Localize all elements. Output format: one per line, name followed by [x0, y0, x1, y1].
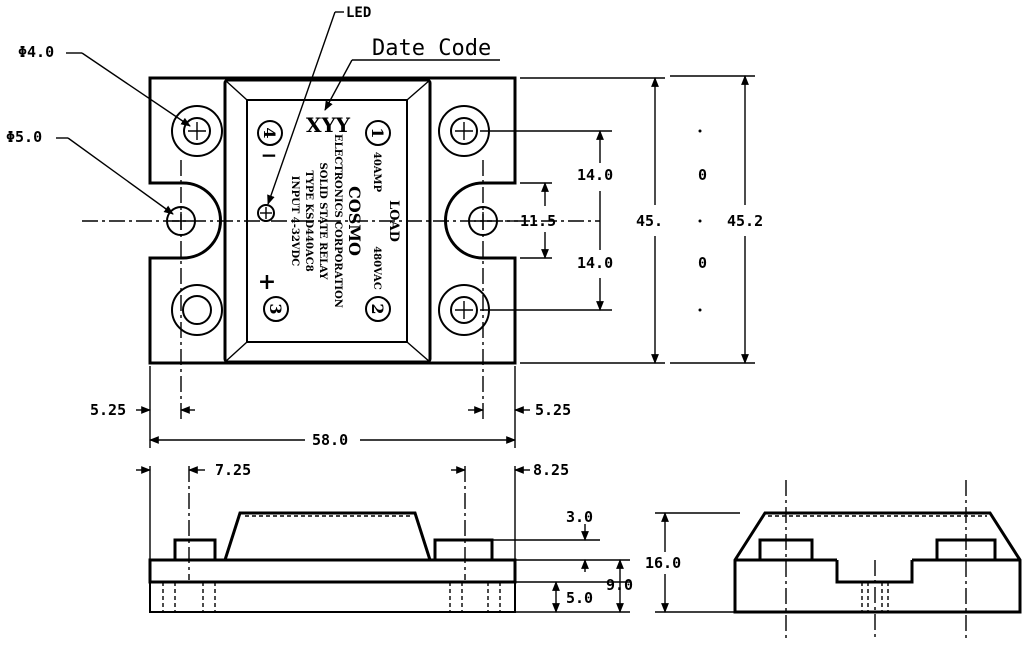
- side-right-dimension: 8.25: [533, 461, 569, 479]
- led-indicator: [257, 204, 275, 222]
- callout-date-code: Date Code: [324, 36, 500, 111]
- terminal-marker-3: 3: [263, 296, 289, 322]
- pitch-lower-dimension: 14.0: [577, 254, 613, 272]
- end-view: [733, 480, 1022, 640]
- step-dimension: 3.0: [566, 508, 593, 526]
- side-view: 7.25 8.25 3.0 5.0 9.0 16.0: [136, 461, 740, 613]
- side-left-dimension: 7.25: [215, 461, 251, 479]
- type-line: TYPE KSD440AC8: [303, 170, 314, 271]
- load-text: LOAD: [386, 200, 401, 242]
- right-mark-upper: 0: [698, 166, 707, 184]
- top-view: XYY 4 − 1 3 + 2 COSMO ELECTRONICS CORPOR…: [6, 5, 763, 449]
- terminal-1-number: 1: [368, 127, 387, 138]
- callout-hole-large: Φ5.0: [6, 128, 174, 215]
- lower-height-dimension: 9.0: [606, 576, 633, 594]
- edge-left-dimension: 5.25: [90, 401, 126, 419]
- side-profile: [150, 511, 515, 562]
- terminal-screw-bottom-left: [171, 284, 223, 336]
- pitch-upper-dimension: 14.0: [577, 166, 613, 184]
- date-code-marking: XYY: [306, 113, 351, 137]
- current-rating: 40AMP: [371, 152, 382, 193]
- overall-height-dimension: 45.2: [727, 212, 763, 230]
- minus-sign: −: [261, 143, 278, 167]
- side-offset-dimension: 11.5: [520, 212, 556, 230]
- overall-width-dimension: 58.0: [312, 431, 348, 449]
- terminal-3-number: 3: [266, 303, 285, 314]
- terminal-4-number: 4: [260, 127, 279, 138]
- edge-right-dimension: 5.25: [535, 401, 571, 419]
- terminal-marker-1: 1: [365, 120, 391, 146]
- base-height-dimension: 5.0: [566, 589, 593, 607]
- date-code-label: Date Code: [372, 36, 491, 61]
- terminal-marker-4: 4: [257, 120, 283, 146]
- terminal-screw-top-left: [171, 105, 223, 157]
- terminal-2-number: 2: [368, 303, 387, 314]
- product-line: SOLID STATE RELAY: [317, 162, 328, 280]
- plus-sign: +: [258, 269, 276, 295]
- voltage-rating: 480VAC: [371, 246, 382, 290]
- hole-small-label: Φ4.0: [18, 43, 54, 61]
- brand-text: COSMO: [345, 186, 364, 256]
- end-profile: [733, 511, 1022, 614]
- hole-large-label: Φ5.0: [6, 128, 42, 146]
- right-mark-lower: 0: [698, 254, 707, 272]
- label-plate: XYY 4 − 1 3 + 2 COSMO ELECTRONICS CORPOR…: [257, 113, 401, 322]
- terminal-marker-2: 2: [365, 296, 391, 322]
- total-height-dimension: 16.0: [645, 554, 681, 572]
- callout-led: LED: [267, 5, 371, 205]
- body-height-dimension: 45.: [636, 212, 663, 230]
- led-label: LED: [346, 5, 371, 21]
- input-line: INPUT 4-32VDC: [289, 176, 300, 266]
- body-outline: [148, 76, 517, 365]
- company-line: ELECTRONICS CORPORATION: [332, 134, 343, 308]
- callout-hole-small: Φ4.0: [18, 43, 191, 127]
